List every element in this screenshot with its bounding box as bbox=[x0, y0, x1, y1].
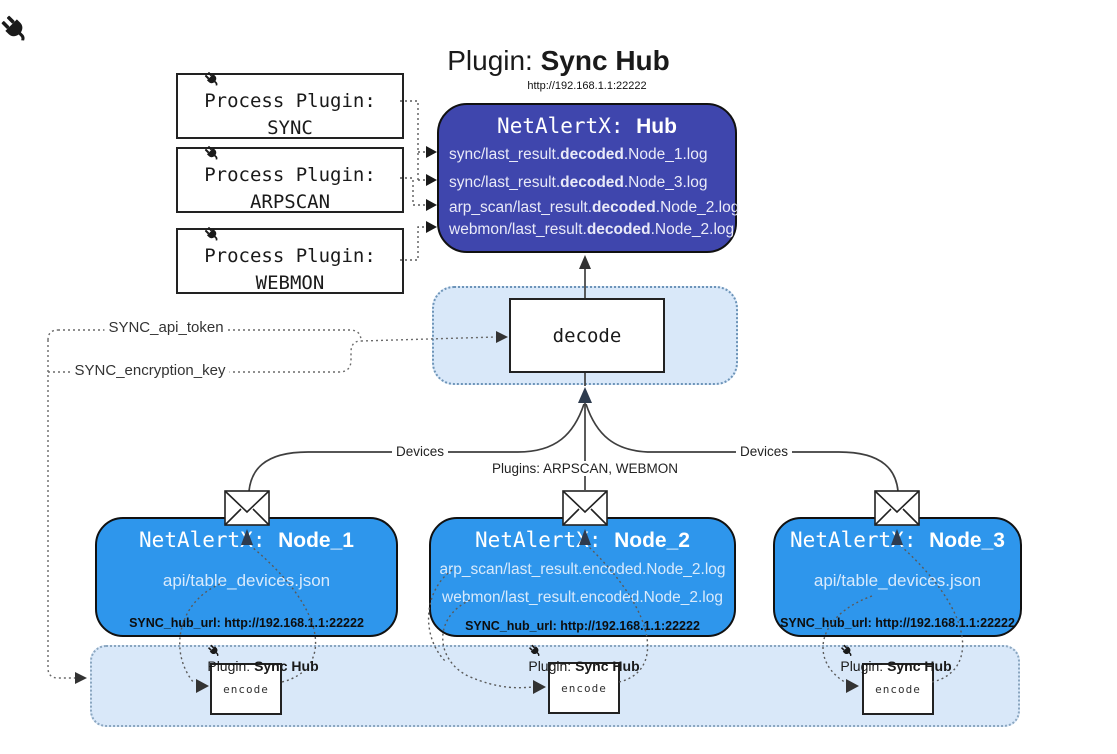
plug-icon bbox=[528, 644, 542, 658]
process-plugin-name: WEBMON bbox=[255, 271, 325, 294]
page-title: Plugin: Sync Hub bbox=[0, 14, 1117, 77]
sync-encryption-key-label: SYNC_encryption_key bbox=[70, 362, 230, 379]
node-hub-url: SYNC_hub_url: http://192.168.1.1:22222 bbox=[129, 616, 364, 630]
title-prefix: Plugin: bbox=[447, 45, 541, 76]
process-plugin-label: Process Plugin: bbox=[204, 226, 376, 270]
node-file: api/table_devices.json bbox=[813, 571, 982, 590]
hub-log-line: sync/last_result.decoded.Node_3.log bbox=[449, 174, 708, 191]
node-2: NetAlertX: Node_2 arp_scan/last_result.e… bbox=[429, 517, 736, 637]
encode-box-3: encode bbox=[862, 663, 934, 715]
encode-label: encode bbox=[223, 682, 269, 696]
node-file: arp_scan/last_result.encoded.Node_2.log bbox=[439, 561, 726, 578]
node-3: NetAlertX: Node_3 api/table_devices.json… bbox=[773, 517, 1022, 637]
hub-node: NetAlertX: Hub sync/last_result.decoded.… bbox=[437, 103, 740, 253]
plugins-edge-label: Plugins: ARPSCAN, WEBMON bbox=[487, 461, 683, 476]
hub-log-line: webmon/last_result.decoded.Node_2.log bbox=[449, 221, 735, 238]
hub-url-label: http://192.168.1.1:22222 bbox=[527, 80, 647, 92]
node-hub-url: SYNC_hub_url: http://192.168.1.1:22222 bbox=[780, 616, 1015, 630]
process-plugin-label: Process Plugin: bbox=[204, 145, 376, 189]
node-1: NetAlertX: Node_1 api/table_devices.json… bbox=[95, 517, 398, 637]
node-title: NetAlertX: Node_1 bbox=[139, 528, 354, 552]
process-plugin-label: Process Plugin: bbox=[204, 71, 376, 115]
devices-edge-label-right: Devices bbox=[735, 444, 793, 459]
node-file: api/table_devices.json bbox=[162, 571, 331, 590]
node-file: webmon/last_result.encoded.Node_2.log bbox=[442, 589, 723, 606]
decode-label: decode bbox=[552, 324, 622, 347]
node-title: NetAlertX: Node_3 bbox=[790, 528, 1005, 552]
plug-icon bbox=[204, 71, 221, 88]
encode-label: encode bbox=[561, 681, 607, 695]
encoder-plugin-label-1: Plugin: Sync Hub bbox=[207, 644, 319, 674]
plug-icon bbox=[204, 145, 221, 162]
node-hub-url: SYNC_hub_url: http://192.168.1.1:22222 bbox=[465, 619, 700, 633]
hub-log-line: sync/last_result.decoded.Node_1.log bbox=[449, 146, 708, 163]
plug-icon bbox=[840, 644, 854, 658]
encode-label: encode bbox=[875, 682, 921, 696]
process-plugin-name: ARPSCAN bbox=[249, 190, 331, 213]
decode-box: decode bbox=[509, 298, 665, 373]
process-plugin-sync: Process Plugin: SYNC bbox=[176, 73, 404, 139]
plug-icon bbox=[204, 226, 221, 243]
process-plugin-webmon: Process Plugin: WEBMON bbox=[176, 228, 404, 294]
node-title: NetAlertX: Node_2 bbox=[475, 528, 690, 552]
hub-title: NetAlertX: Hub bbox=[497, 114, 677, 138]
title-bold: Sync Hub bbox=[540, 45, 670, 76]
plug-icon bbox=[0, 14, 31, 45]
sync-api-token-label: SYNC_api_token bbox=[104, 319, 228, 336]
devices-edge-label-left: Devices bbox=[391, 444, 449, 459]
hub-log-line: arp_scan/last_result.decoded.Node_2.log bbox=[449, 199, 740, 216]
encoder-plugin-label-2: Plugin: Sync Hub bbox=[528, 644, 640, 674]
process-plugin-arpscan: Process Plugin: ARPSCAN bbox=[176, 147, 404, 213]
encoder-plugin-label-3: Plugin: Sync Hub bbox=[840, 644, 952, 674]
process-plugin-name: SYNC bbox=[267, 116, 313, 139]
plug-icon bbox=[207, 644, 221, 658]
